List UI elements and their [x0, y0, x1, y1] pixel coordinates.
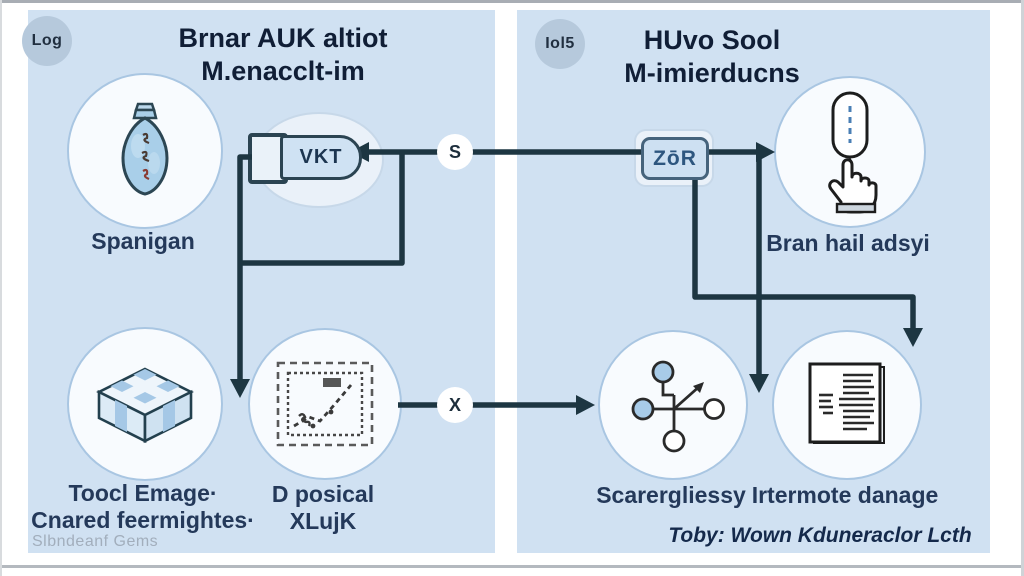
- d-posical-node: [248, 328, 402, 480]
- document-icon: [808, 362, 885, 444]
- d-posical-label-line2: XLujK: [289, 508, 357, 534]
- spanigan-node: [67, 73, 223, 229]
- d-posical-label: D posical XLujK: [223, 481, 423, 535]
- right-panel-badge: Iol5: [535, 19, 585, 69]
- right-title-line1: HUvo Sool: [643, 25, 781, 55]
- spanigan-label: Spanigan: [91, 228, 195, 254]
- tool-image-label-line1: Toocl Emage·: [68, 480, 218, 506]
- page-top-edge: [0, 0, 1024, 3]
- right-panel: [517, 10, 990, 553]
- zor-box: ZōR: [641, 137, 709, 180]
- bran-label: Bran hail adsyi: [766, 230, 930, 256]
- right-panel-title: HUvo Sool M-imierducns: [577, 24, 847, 90]
- line-badge-s: S: [437, 134, 473, 170]
- left-footer-text: Slbndeanf Gems: [32, 533, 159, 550]
- hand-click-icon: [828, 91, 878, 214]
- irtermote-node: [772, 330, 922, 480]
- tool-image-node: [67, 327, 223, 481]
- tool-image-label: Toocl Emage· Cnared feermightes·: [13, 480, 273, 534]
- left-panel-title: Brnar AUK altiot M.enacclt-im: [148, 22, 418, 88]
- page-right-edge: [1021, 0, 1024, 576]
- checkered-box-icon: [96, 367, 194, 444]
- scarergliessy-node: [598, 330, 748, 480]
- left-title-line1: Brnar AUK altiot: [178, 23, 388, 53]
- d-posical-label-line1: D posical: [271, 481, 375, 507]
- scarergliessy-label: Scarergliessy: [596, 482, 746, 508]
- tool-image-label-line2: Cnared feermightes·: [31, 507, 255, 533]
- vkt-box: VKT: [280, 135, 362, 180]
- irtermote-label: Irtermote danage: [751, 482, 939, 508]
- page-bottom-edge: [0, 565, 1024, 568]
- left-title-line2: M.enacclt-im: [201, 56, 365, 86]
- line-badge-x: X: [437, 387, 473, 423]
- bran-node: [774, 76, 926, 228]
- right-title-line2: M-imierducns: [624, 58, 800, 88]
- left-panel-badge: Log: [22, 16, 72, 66]
- right-caption-text: Toby: Wown Kduneraclor Lcth: [668, 524, 972, 547]
- page-left-edge: [0, 0, 2, 576]
- vase-icon: [121, 102, 169, 196]
- scatter-network-icon: [631, 360, 725, 453]
- chart-sketch-icon: [276, 361, 374, 447]
